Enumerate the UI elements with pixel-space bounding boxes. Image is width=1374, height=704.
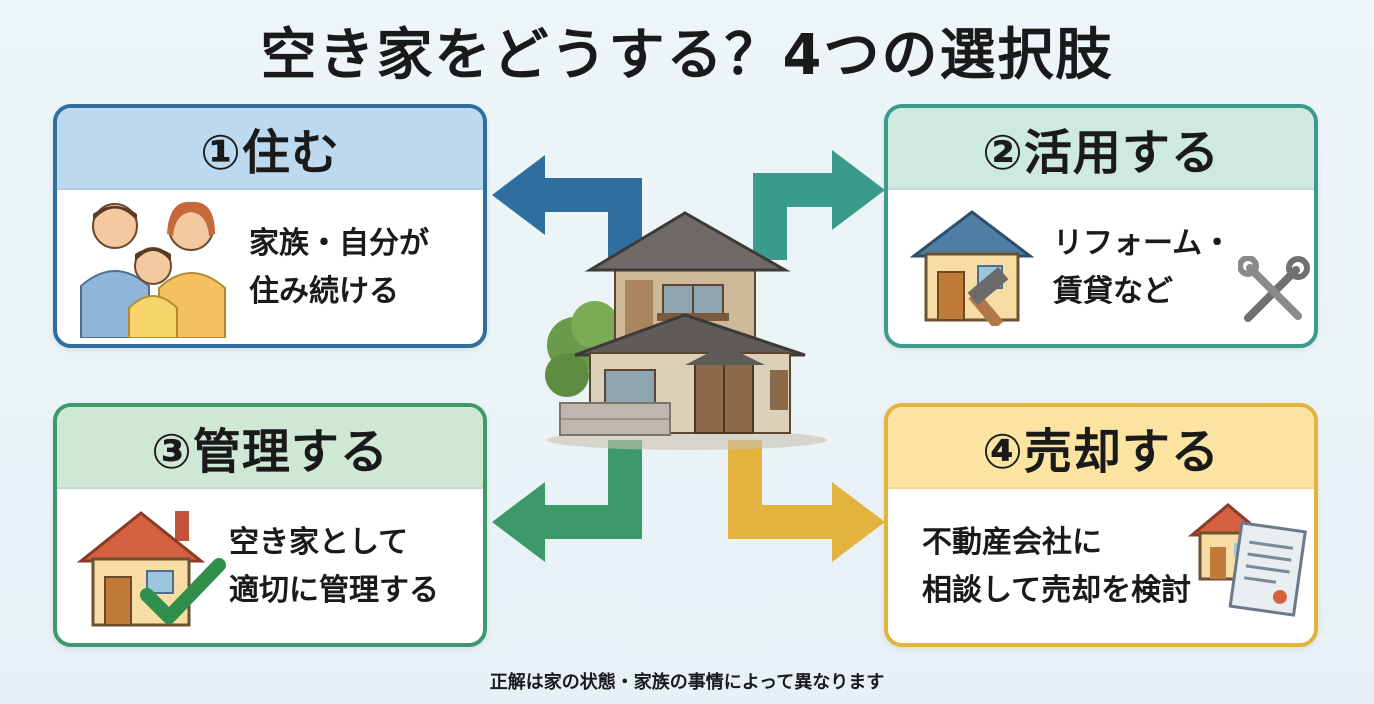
option-heading: ③管理する [57, 407, 483, 489]
family-icon [80, 201, 226, 338]
option-heading: ②活用する [888, 108, 1314, 190]
house-check-icon [77, 511, 226, 627]
house-hammer-icon [909, 210, 1035, 326]
option-heading: ①住む [57, 108, 483, 190]
option-card-live: ①住む 家族・自分が 住み続ける [53, 104, 487, 348]
option-card-manage: ③管理する 空き家として 適切に管理する [53, 403, 487, 647]
option-line: リフォーム・ [1053, 226, 1233, 261]
option-line: 相談して売却を検討 [922, 573, 1192, 608]
arrow-to-utilize [753, 150, 885, 260]
house-document-icon [1188, 503, 1307, 617]
arrow-to-sell [728, 440, 885, 562]
option-card-utilize: ②活用する リフォーム・ 賃貸など [884, 104, 1318, 348]
option-line: 賃貸など [1053, 274, 1173, 309]
option-line: 不動産会社に [922, 525, 1102, 560]
wrench-screwdriver-icon [1238, 256, 1310, 322]
old-house-icon [545, 211, 827, 450]
option-line: 適切に管理する [229, 573, 439, 608]
option-card-sell: ④売却する 不動産会社に 相談して売却を検討 [884, 403, 1318, 647]
page-title: 空き家をどうする？4つの選択肢 [260, 23, 1114, 88]
arrow-to-live [492, 155, 642, 260]
option-line: 家族・自分が [249, 226, 429, 261]
option-line: 住み続ける [249, 274, 399, 309]
footer-note: 正解は家の状態・家族の事情によって異なります [489, 672, 885, 693]
option-heading: ④売却する [888, 407, 1314, 489]
arrow-to-manage [492, 440, 642, 562]
option-line: 空き家として [229, 525, 409, 560]
